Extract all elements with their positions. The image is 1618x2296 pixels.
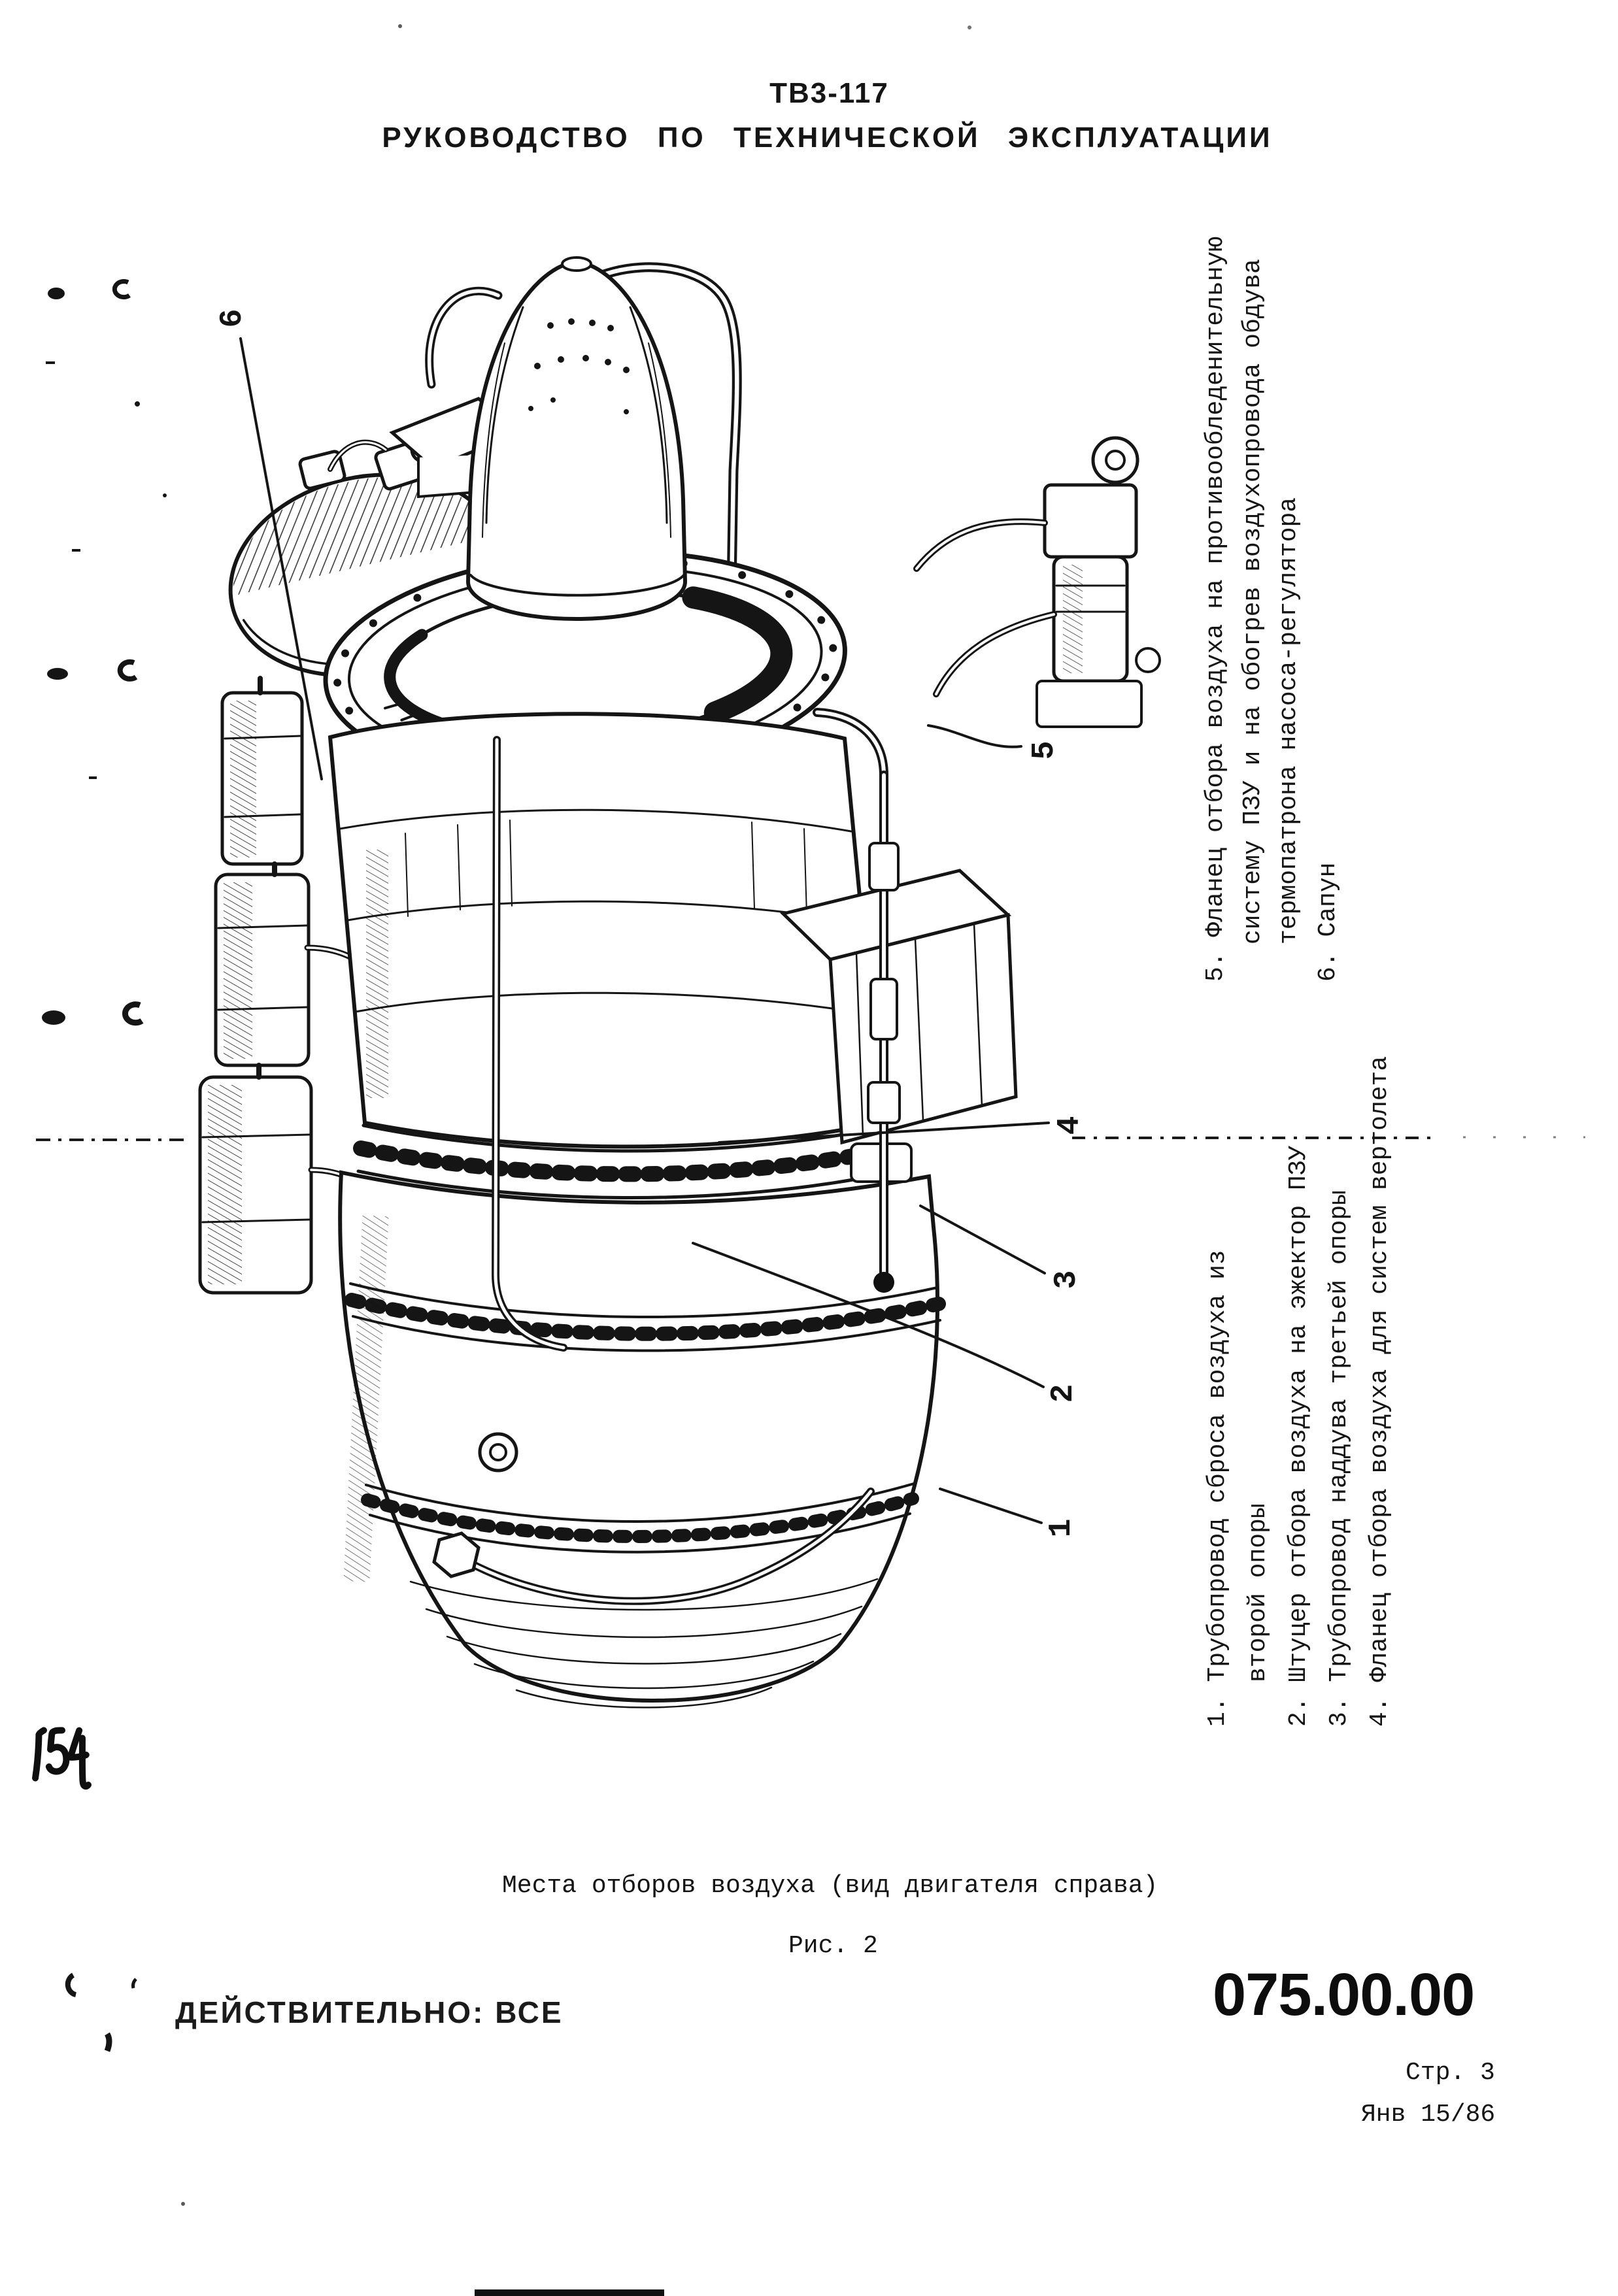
comma-mark: [104, 2032, 112, 2052]
manual-title-heading: РУКОВОДСТВО ПО ТЕХНИЧЕСКОЙ ЭКСПЛУАТАЦИИ: [382, 122, 1273, 154]
callout-numbers: 6 5 4 3 2 1: [215, 309, 1088, 1538]
bottom-hose: [432, 1432, 875, 1605]
pipe-coupling: [867, 1081, 901, 1124]
engine-illustration: 6 5 4 3 2 1: [198, 256, 1161, 1708]
pipe-coupling: [868, 842, 900, 891]
left-accessory-stack: [198, 676, 409, 1295]
dome-holes: [528, 318, 630, 414]
paren-mark: [65, 1972, 77, 1997]
leader-5: [927, 724, 1022, 748]
ink-dot: [47, 668, 68, 680]
centerline-dashes: [36, 1136, 1585, 1141]
callout-number: 5: [1027, 741, 1062, 760]
callout-number: 1: [1044, 1519, 1079, 1538]
engine-model-heading: ТВ3-117: [769, 77, 889, 109]
pipes-front: [491, 708, 901, 1352]
fuel-unit-cluster: [913, 436, 1161, 728]
c-mark: [112, 279, 131, 300]
hex-fitting: [432, 1531, 480, 1578]
callout-number: 6: [215, 309, 250, 328]
page-number: Стр. 3: [1406, 2059, 1495, 2087]
leader-2: [692, 1242, 1045, 1388]
revision-date: Янв 15/86: [1361, 2101, 1496, 2129]
leader-6: [239, 337, 323, 780]
callout-number: 2: [1046, 1384, 1081, 1403]
mid-flange-band: [353, 1123, 893, 1200]
callout-leaders: [239, 337, 1050, 1524]
chapter-number: 075.00.00: [1213, 1961, 1475, 2028]
combustor-barrel: [338, 1170, 946, 1708]
bottom-cap-ribs: [409, 1578, 879, 1708]
handwritten-page-number: [32, 1727, 92, 1790]
leader-1: [939, 1488, 1043, 1524]
leader-4: [718, 1122, 1050, 1144]
c-mark: [122, 1001, 144, 1026]
pipe-coupling: [869, 978, 898, 1040]
figure-label: Рис. 2: [788, 1932, 878, 1960]
scan-edge-artifact: [475, 2289, 664, 2296]
ink-dot: [48, 288, 65, 299]
c-mark: [117, 659, 138, 682]
callout-number: 4: [1053, 1116, 1088, 1135]
figure-caption: Места отборов воздуха (вид двигателя спр…: [502, 1872, 1158, 1900]
ink-dot: [42, 1010, 65, 1025]
validity-statement: ДЕЙСТВИТЕЛЬНО: ВСЕ: [175, 1995, 564, 2029]
leader-3: [919, 1205, 1046, 1274]
callout-number: 3: [1049, 1271, 1085, 1289]
